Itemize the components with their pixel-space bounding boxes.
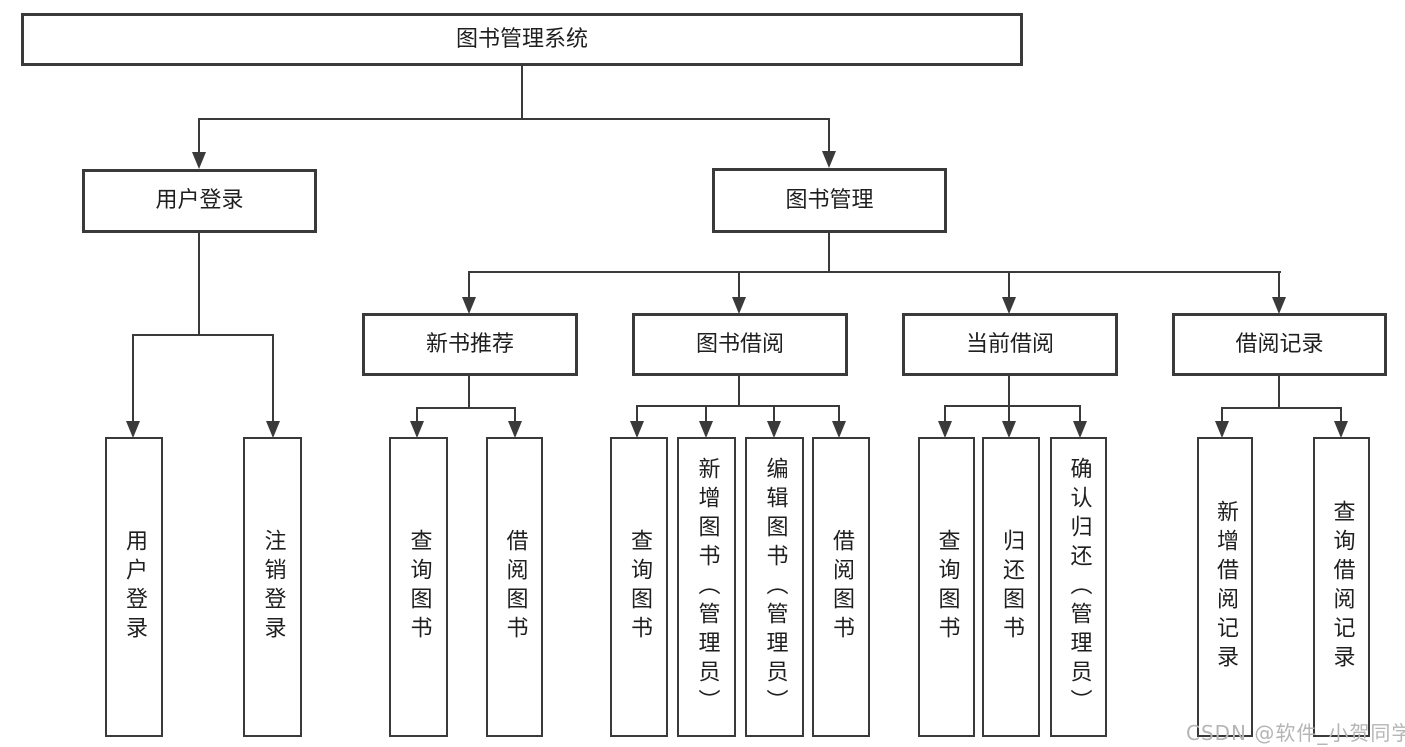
- leaf-edit-books-admin: 编辑图书（管理员）: [745, 437, 804, 737]
- connector-line: [944, 405, 946, 421]
- connector-line: [738, 375, 740, 407]
- arrowhead-down-icon: [1215, 421, 1229, 438]
- node-label: 借阅图书: [829, 529, 854, 645]
- node-book-management: 图书管理: [712, 168, 947, 233]
- leaf-add-borrow-record: 新增借阅记录: [1197, 437, 1253, 737]
- leaf-user-login: 用户登录: [105, 437, 163, 737]
- arrowhead-down-icon: [1334, 421, 1348, 438]
- connector-line: [468, 271, 1281, 273]
- arrowhead-down-icon: [732, 297, 746, 314]
- arrowhead-down-icon: [1002, 297, 1016, 314]
- connector-line: [838, 405, 840, 421]
- leaf-return-books: 归还图书: [982, 437, 1040, 737]
- connector-line: [1278, 271, 1280, 297]
- arrowhead-down-icon: [630, 421, 644, 438]
- leaf-add-books-admin: 新增图书（管理员）: [677, 437, 736, 737]
- connector-line: [132, 334, 274, 336]
- leaf-logout: 注销登录: [243, 437, 302, 737]
- connector-line: [1008, 405, 1010, 421]
- arrowhead-down-icon: [266, 421, 280, 438]
- connector-line: [416, 407, 418, 421]
- leaf-query-books-recommend: 查询图书: [389, 437, 448, 737]
- connector-line: [468, 271, 470, 297]
- arrowhead-down-icon: [1272, 297, 1286, 314]
- node-label: 查询图书: [934, 529, 960, 645]
- connector-line: [944, 405, 1081, 407]
- arrowhead-down-icon: [126, 421, 140, 438]
- connector-line: [272, 334, 274, 421]
- arrowhead-down-icon: [822, 151, 836, 168]
- arrowhead-down-icon: [938, 421, 952, 438]
- connector-line: [1079, 405, 1081, 421]
- connector-line: [1221, 407, 1223, 421]
- leaf-query-books-borrow: 查询图书: [610, 437, 668, 737]
- arrowhead-down-icon: [410, 421, 424, 438]
- node-new-book-recommendation: 新书推荐: [362, 313, 578, 376]
- node-borrowing-records: 借阅记录: [1172, 313, 1387, 376]
- arrowhead-down-icon: [1002, 421, 1016, 438]
- leaf-query-books-current: 查询图书: [918, 437, 975, 737]
- node-label: 新增图书（管理员）: [694, 456, 720, 718]
- connector-line: [1008, 271, 1010, 297]
- node-label: 当前借阅: [965, 331, 1054, 357]
- connector-line: [705, 405, 707, 421]
- node-user-login: 用户登录: [82, 169, 317, 233]
- connector-line: [738, 271, 740, 297]
- connector-line: [1340, 407, 1342, 421]
- node-label: 查询借阅记录: [1329, 500, 1355, 674]
- arrowhead-down-icon: [699, 421, 713, 438]
- connector-line: [773, 405, 775, 421]
- node-label: 用户登录: [122, 529, 147, 645]
- connector-line: [514, 407, 516, 421]
- connector-line: [468, 375, 470, 409]
- connector-line: [521, 65, 523, 120]
- connector-line: [198, 118, 830, 120]
- arrowhead-down-icon: [767, 421, 781, 438]
- leaf-borrow-books-recommend: 借阅图书: [486, 437, 543, 737]
- node-book-borrowing: 图书借阅: [632, 313, 848, 376]
- leaf-confirm-return-admin: 确认归还（管理员）: [1050, 437, 1107, 737]
- connector-line: [1008, 375, 1010, 407]
- connector-line: [636, 405, 840, 407]
- leaf-query-borrow-record: 查询借阅记录: [1313, 437, 1370, 737]
- node-label: 借阅记录: [1235, 331, 1324, 357]
- connector-line: [198, 232, 200, 336]
- node-current-borrowing: 当前借阅: [902, 313, 1118, 376]
- node-library-system: 图书管理系统: [21, 13, 1023, 66]
- node-label: 用户登录: [155, 188, 244, 213]
- node-label: 图书管理系统: [455, 26, 588, 52]
- connector-line: [828, 118, 830, 153]
- arrowhead-down-icon: [192, 152, 206, 169]
- node-label: 确认归还（管理员）: [1066, 456, 1092, 718]
- leaf-borrow-books: 借阅图书: [812, 437, 870, 737]
- node-label: 新增借阅记录: [1213, 500, 1238, 674]
- node-label: 查询图书: [406, 529, 432, 645]
- connector-line: [416, 407, 516, 409]
- node-label: 注销登录: [260, 529, 286, 645]
- node-label: 编辑图书（管理员）: [762, 456, 788, 718]
- connector-line: [132, 334, 134, 421]
- connector-line: [828, 232, 830, 273]
- node-label: 查询图书: [627, 529, 652, 645]
- arrowhead-down-icon: [832, 421, 846, 438]
- arrowhead-down-icon: [1073, 421, 1087, 438]
- node-label: 借阅图书: [502, 529, 528, 645]
- connector-line: [636, 405, 638, 421]
- node-label: 图书借阅: [695, 331, 784, 357]
- connector-line: [1221, 407, 1342, 409]
- watermark: CSDN @软件_小贺同学: [1186, 721, 1405, 745]
- node-label: 归还图书: [999, 529, 1024, 645]
- node-label: 新书推荐: [425, 331, 514, 357]
- arrowhead-down-icon: [508, 421, 522, 438]
- connector-line: [198, 118, 200, 154]
- node-label: 图书管理: [785, 187, 874, 213]
- connector-line: [1278, 375, 1280, 409]
- arrowhead-down-icon: [462, 297, 476, 314]
